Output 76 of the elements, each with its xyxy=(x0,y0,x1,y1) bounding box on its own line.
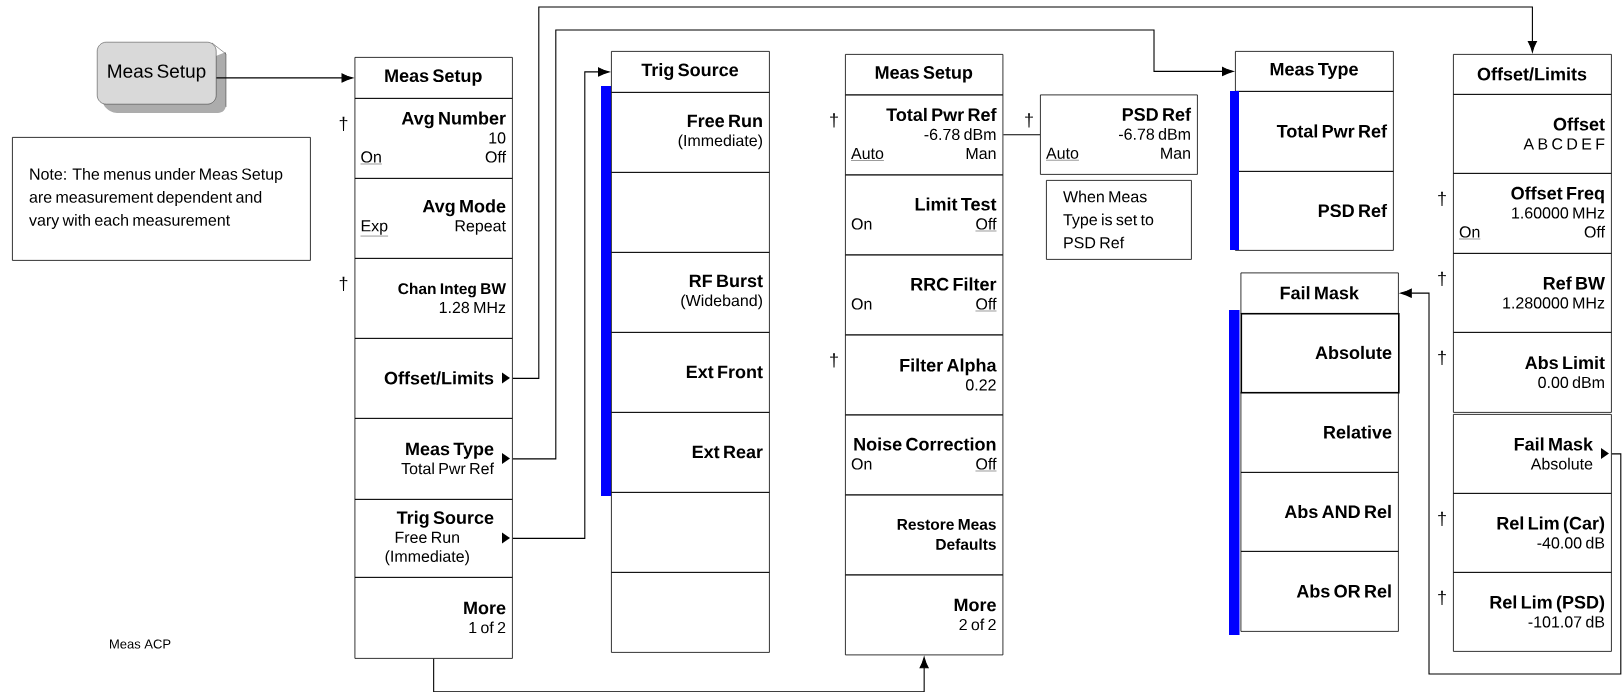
node-label: Off xyxy=(1584,225,1606,238)
menu-key: Rel Lim (Car) -40.00 dB xyxy=(1453,493,1612,573)
node-label: Man xyxy=(966,147,996,160)
menu-key: Ext Front xyxy=(611,332,770,413)
menu-key: Offset A B C D E F xyxy=(1453,94,1612,174)
menu-key: Ext Rear xyxy=(611,412,770,493)
menu-key: Offset Freq 1.60000 MHz On Off xyxy=(1453,173,1612,254)
menu-key: Abs AND Rel xyxy=(1240,472,1399,552)
node-label: 10 xyxy=(489,132,506,144)
menu-key: Chan Integ BW 1.28 MHz xyxy=(354,258,513,339)
footnote-mark: † xyxy=(1025,113,1033,128)
node-label: 1.60000 MHz xyxy=(1512,207,1605,219)
menu-key: Limit Test On Off xyxy=(845,174,1004,256)
node-label: -6.78 dBm xyxy=(924,128,996,141)
menu-key: Filter Alpha 0.22 xyxy=(845,334,1004,416)
footnote-mark: † xyxy=(1438,350,1446,366)
menu-key: Relative xyxy=(1240,392,1399,473)
node-label: Avg Number xyxy=(401,111,506,129)
footnote-mark: † xyxy=(1438,271,1446,287)
menu-key: More 2 of 2 xyxy=(845,574,1004,656)
menu-key: RF Burst (Wideband) xyxy=(611,252,770,333)
node-label: -6.78 dBm xyxy=(1119,128,1190,140)
node-label: Offset Freq xyxy=(1511,186,1604,204)
connector-arrow xyxy=(512,67,610,539)
node-label: Man xyxy=(1161,147,1190,159)
menu-key: Meas Type Total Pwr Ref xyxy=(354,418,513,500)
menu-key: Noise Correction On Off xyxy=(845,414,1004,496)
node-label: Auto xyxy=(851,147,884,160)
connector-arrow xyxy=(512,29,1234,460)
node-label: Total Pwr Ref xyxy=(886,107,997,122)
menu-header: Offset/Limits xyxy=(1453,54,1612,95)
menu-key: Ref BW 1.280000 MHz xyxy=(1453,253,1612,333)
menu-key: Abs OR Rel xyxy=(1240,551,1399,632)
footnote-mark: † xyxy=(1438,590,1446,606)
menu-key: Avg Mode Exp Repeat xyxy=(354,178,513,259)
footnote-mark: † xyxy=(830,353,838,368)
node-label: On xyxy=(1459,226,1480,238)
node-label: Off xyxy=(485,150,507,163)
empty-menu-key xyxy=(611,492,770,573)
menu-key: Offset/Limits xyxy=(354,338,513,419)
menu-header: Meas Setup xyxy=(354,57,513,99)
menu-key: Rel Lim (PSD) -101.07 dB xyxy=(1453,572,1612,652)
menu-key: Fail Mask Absolute xyxy=(1453,414,1612,494)
connector-arrow xyxy=(512,6,1537,379)
node-label: Auto xyxy=(1046,147,1079,159)
menu-key: Absolute xyxy=(1240,313,1400,394)
caption-text: Meas ACP xyxy=(110,639,171,649)
footnote-mark: † xyxy=(1438,191,1446,207)
footnote-mark: † xyxy=(1438,511,1446,527)
menu-key: More 1 of 2 xyxy=(354,577,513,659)
note-box: When Meas Type is set to PSD Ref xyxy=(1046,180,1192,260)
menu-key: Trig Source Free Run (Immediate) xyxy=(354,499,513,578)
node-label: PSD Ref xyxy=(1122,107,1192,121)
empty-menu-key xyxy=(611,172,770,253)
menu-key: Avg Number 10 On Off xyxy=(354,98,513,179)
menu-header: Fail Mask xyxy=(1240,272,1399,314)
footnote-mark: † xyxy=(339,276,348,292)
footnote-mark: † xyxy=(830,113,838,128)
footnote-mark: † xyxy=(339,116,348,132)
empty-menu-key xyxy=(611,572,770,653)
menu-key: Total Pwr Ref -6.78 dBm Auto Man xyxy=(845,94,1004,176)
hardkey-button: Meas Setup xyxy=(97,42,227,113)
node-label: On xyxy=(361,151,381,163)
menu-key: PSD Ref -6.78 dBm Auto Man xyxy=(1040,94,1198,175)
menu-key: Free Run (Immediate) xyxy=(611,92,770,173)
note-box: Note: The menus under Meas Setup are measurement dependent and vary with each measurement xyxy=(12,137,311,261)
menu-header: Meas Setup xyxy=(845,54,1004,96)
menu-key: Restore Meas Defaults xyxy=(845,494,1004,576)
connector-arrow xyxy=(1400,288,1622,675)
menu-header: Trig Source xyxy=(611,51,770,93)
connector-arrow xyxy=(215,73,353,83)
connector-line xyxy=(1002,134,1041,136)
menu-key: Abs Limit 0.00 dBm xyxy=(1453,332,1612,413)
menu-header: Meas Type xyxy=(1235,51,1394,92)
connector-arrow xyxy=(433,656,929,692)
menu-key: RRC Filter On Off xyxy=(845,254,1004,336)
